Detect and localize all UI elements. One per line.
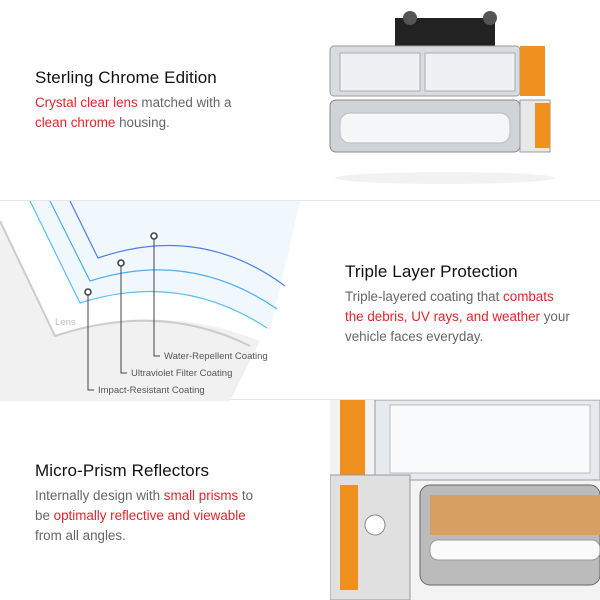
- coating-layers-diagram: Lens Water-Repellent Coating Ultraviolet…: [0, 201, 300, 401]
- highlight-text: clean chrome: [35, 115, 116, 130]
- section-body: Triple-layered coating that combats the …: [345, 287, 575, 347]
- section-triple-layer: Lens Water-Repellent Coating Ultraviolet…: [0, 200, 600, 401]
- layer-label: Ultraviolet Filter Coating: [131, 368, 232, 379]
- body-text: from all angles.: [35, 528, 126, 543]
- section-title: Triple Layer Protection: [345, 262, 518, 281]
- layer-label: Impact-Resistant Coating: [98, 385, 205, 396]
- impact-layer-line: [29, 201, 268, 329]
- body-text: matched with a: [137, 95, 232, 110]
- headlight-chrome-image: [329, 11, 555, 184]
- section-title: Sterling Chrome Edition: [35, 68, 217, 87]
- highlight-text: optimally reflective and viewable: [53, 508, 246, 523]
- highlight-text: Crystal clear lens: [35, 95, 138, 110]
- headlight-closeup-image: [330, 400, 600, 600]
- body-text: housing.: [115, 115, 170, 130]
- section-title: Micro-Prism Reflectors: [35, 461, 210, 480]
- body-text: Internally design with: [35, 488, 164, 503]
- layer-label: Water-Repellent Coating: [164, 351, 268, 362]
- body-text: Triple-layered coating that: [345, 289, 504, 304]
- section-micro-prism: Micro-Prism Reflectors Internally design…: [0, 400, 600, 600]
- section-body: Crystal clear lens matched with a clean …: [35, 93, 255, 133]
- section-body: Internally design with small prisms to b…: [35, 486, 260, 546]
- section-sterling-chrome: Sterling Chrome Edition Crystal clear le…: [0, 0, 600, 200]
- highlight-text: combats the debris, UV rays, and weather: [345, 289, 554, 324]
- body-text: your vehicle faces everyday.: [345, 309, 570, 344]
- water-layer-line: [69, 201, 286, 287]
- lens-label: Lens: [55, 317, 76, 328]
- body-text: to be: [35, 488, 254, 523]
- highlight-text: small prisms: [163, 488, 239, 503]
- uv-layer-line: [49, 201, 278, 310]
